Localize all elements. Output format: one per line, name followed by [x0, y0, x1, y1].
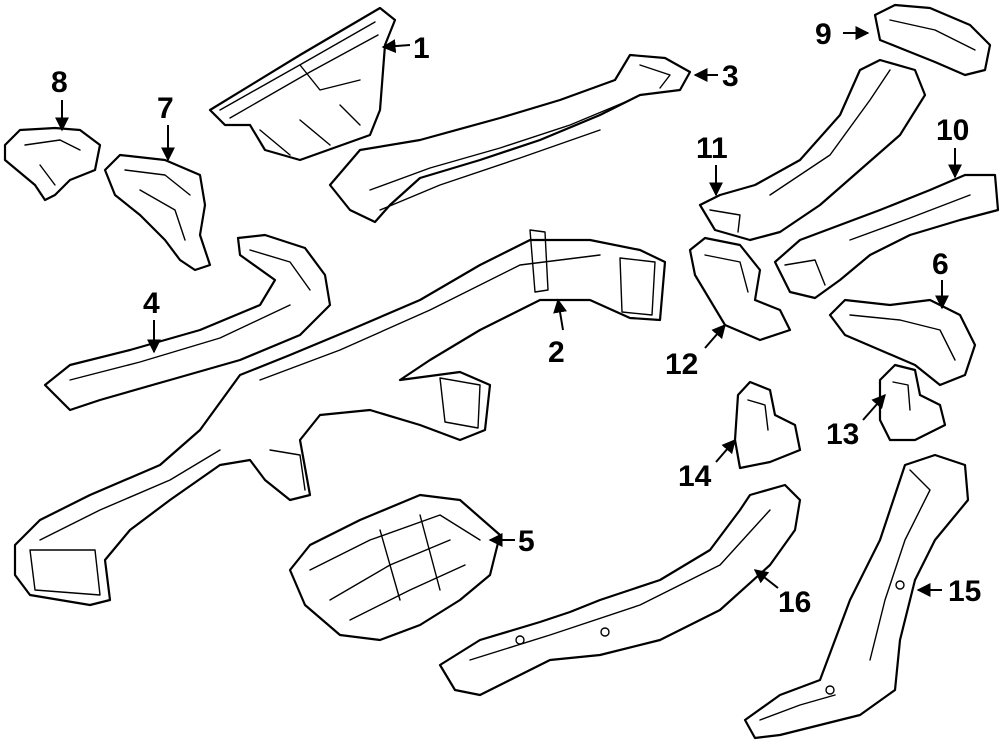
callout-4: 4: [143, 287, 160, 320]
callout-leaders: [55, 26, 962, 597]
part-2-main-duct: [13, 229, 667, 607]
callout-12: 12: [665, 348, 698, 381]
callout-15: 15: [948, 575, 981, 608]
part-15-vertical-duct: [743, 453, 970, 740]
callout-9: 9: [815, 18, 832, 51]
callout-8: 8: [51, 66, 68, 99]
callout-13: 13: [826, 418, 859, 451]
callout-3: 3: [722, 60, 739, 93]
part-16-lower-duct: [438, 483, 802, 697]
part-12-bracket: [688, 236, 792, 342]
callout-1: 1: [413, 32, 430, 65]
callout-7: 7: [157, 92, 174, 125]
part-11-diagonal-duct: [698, 58, 927, 242]
callout-10: 10: [936, 114, 969, 147]
callout-11: 11: [696, 132, 728, 165]
callout-16: 16: [778, 586, 811, 619]
callout-labels: 1 2 3 4 5 6 7 8 9 10 11 12 13 14 15 16: [51, 18, 981, 619]
callout-6: 6: [932, 248, 949, 281]
part-13-mount: [878, 363, 947, 442]
part-6-elbow-duct: [828, 298, 977, 387]
part-7-duct-section: [103, 153, 212, 272]
part-10-right-duct: [773, 173, 1000, 300]
callout-14: 14: [678, 460, 712, 493]
part-1-duct-housing: [208, 6, 397, 162]
part-8-bracket: [3, 126, 102, 202]
part-5-tray: [288, 493, 502, 642]
part-4-left-duct: [43, 233, 332, 412]
part-14-mount: [733, 380, 802, 470]
callout-5: 5: [518, 525, 535, 558]
part-3-upper-duct: [328, 53, 692, 224]
part-9-housing: [873, 3, 992, 77]
callout-2: 2: [548, 336, 565, 369]
